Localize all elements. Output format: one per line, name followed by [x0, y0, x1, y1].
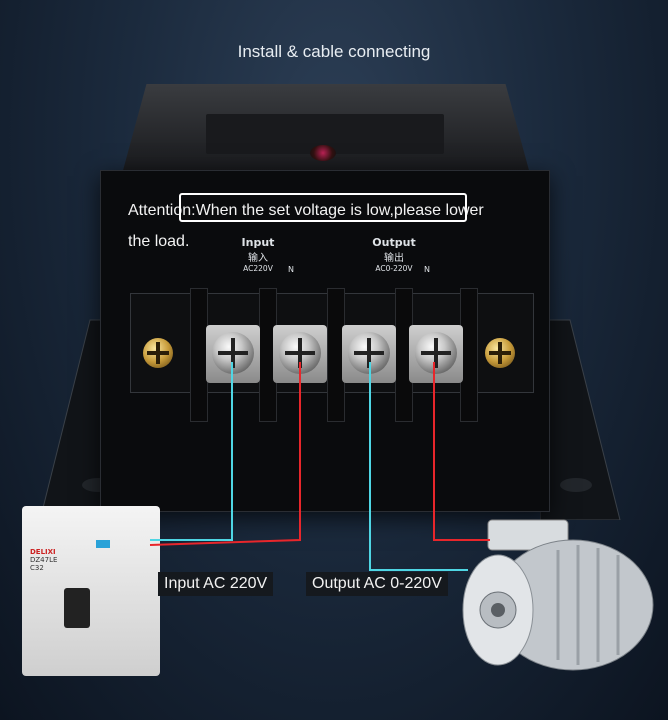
circuit-breaker [22, 506, 160, 676]
input-line-wire [150, 362, 233, 541]
output-label: Output 输出 AC0-220V [356, 236, 432, 273]
terminal-screw-output-n[interactable] [415, 332, 457, 374]
breaker-brand: DELIXI [30, 548, 56, 556]
output-n-mark: N [424, 265, 430, 274]
attention-line-2: the load. [128, 233, 190, 250]
input-label: Input 输入 AC220V [222, 236, 294, 273]
output-label-en: Output [372, 236, 416, 249]
output-label-zh: 输出 [384, 253, 404, 264]
attention-line-1: Attention:When the set voltage is low,pl… [128, 202, 484, 219]
breaker-model: DZ47LE [30, 556, 58, 564]
input-label-en: Input [241, 236, 275, 249]
mount-screw-right [485, 338, 515, 368]
input-label-zh: 输入 [248, 253, 268, 264]
attention-highlight-box [179, 193, 467, 222]
mount-screw-left [143, 338, 173, 368]
input-n-mark: N [288, 265, 294, 274]
electric-motor [462, 519, 654, 671]
breaker-rating: C32 [30, 564, 44, 572]
output-label-range: AC0-220V [375, 264, 413, 273]
input-label-range: AC220V [243, 264, 273, 273]
attention-note: Attention:When the set voltage is low,pl… [128, 195, 538, 257]
indicator-led [310, 145, 336, 161]
right-mounting-bracket [540, 319, 621, 520]
breaker-test-button [96, 540, 110, 548]
output-line-wire [369, 362, 468, 571]
output-caption: Output AC 0-220V [306, 572, 448, 596]
page-title: Install & cable connecting [237, 42, 431, 61]
breaker-handle [64, 588, 90, 628]
input-neutral-wire [149, 362, 301, 546]
input-caption: Input AC 220V [158, 572, 274, 596]
breaker-label: DELIXI DZ47LE C32 [30, 548, 57, 572]
output-neutral-wire [433, 362, 490, 541]
